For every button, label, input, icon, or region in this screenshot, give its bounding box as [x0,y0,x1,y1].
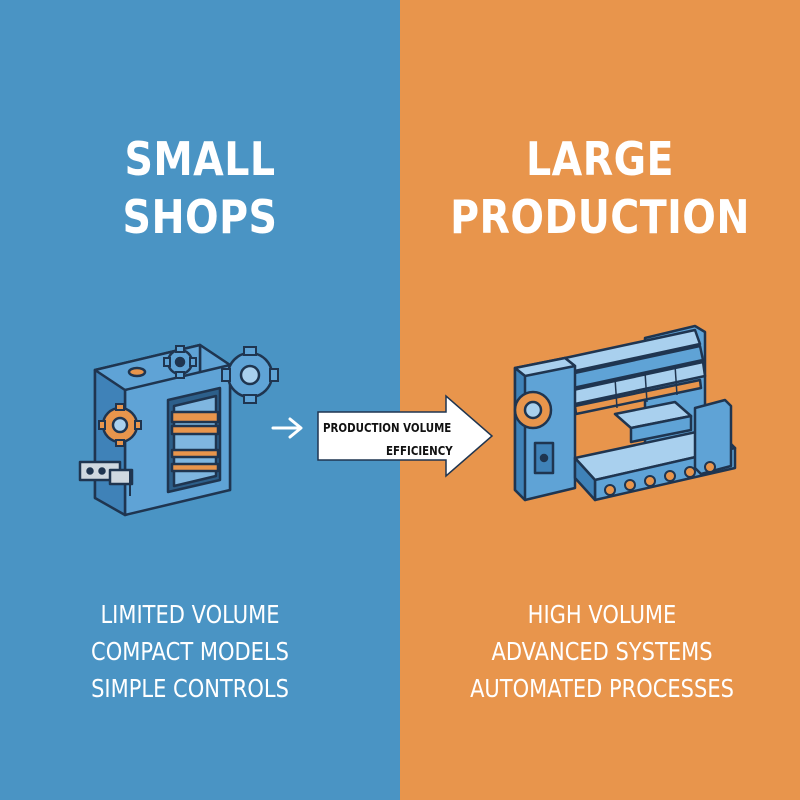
feature-item: AUTOMATED PROCESSES [470,674,734,703]
feature-item: ADVANCED SYSTEMS [491,637,713,666]
right-arrow-icon [271,417,303,439]
arrow-label-production-volume: PRODUCTION VOLUME [323,420,452,435]
title-line: SHOPS [122,190,278,244]
feature-item: COMPACT MODELS [91,637,289,666]
compact-machine-icon [78,343,279,517]
title-line: LARGE [526,132,674,186]
industrial-roller-machine-icon [513,324,737,502]
title-line: SMALL [124,132,276,186]
feature-item: SIMPLE CONTROLS [91,674,289,703]
small-shops-title: SMALL SHOPS [28,130,372,246]
large-production-title: LARGE PRODUCTION [428,130,772,246]
arrow-label-efficiency: EFFICIENCY [386,443,453,458]
large-production-features: HIGH VOLUME ADVANCED SYSTEMS AUTOMATED P… [434,596,770,707]
feature-item: LIMITED VOLUME [100,600,280,629]
title-line: PRODUCTION [450,190,750,244]
feature-item: HIGH VOLUME [527,600,677,629]
transition-arrow [317,394,494,478]
small-shops-features: LIMITED VOLUME COMPACT MODELS SIMPLE CON… [22,596,358,707]
